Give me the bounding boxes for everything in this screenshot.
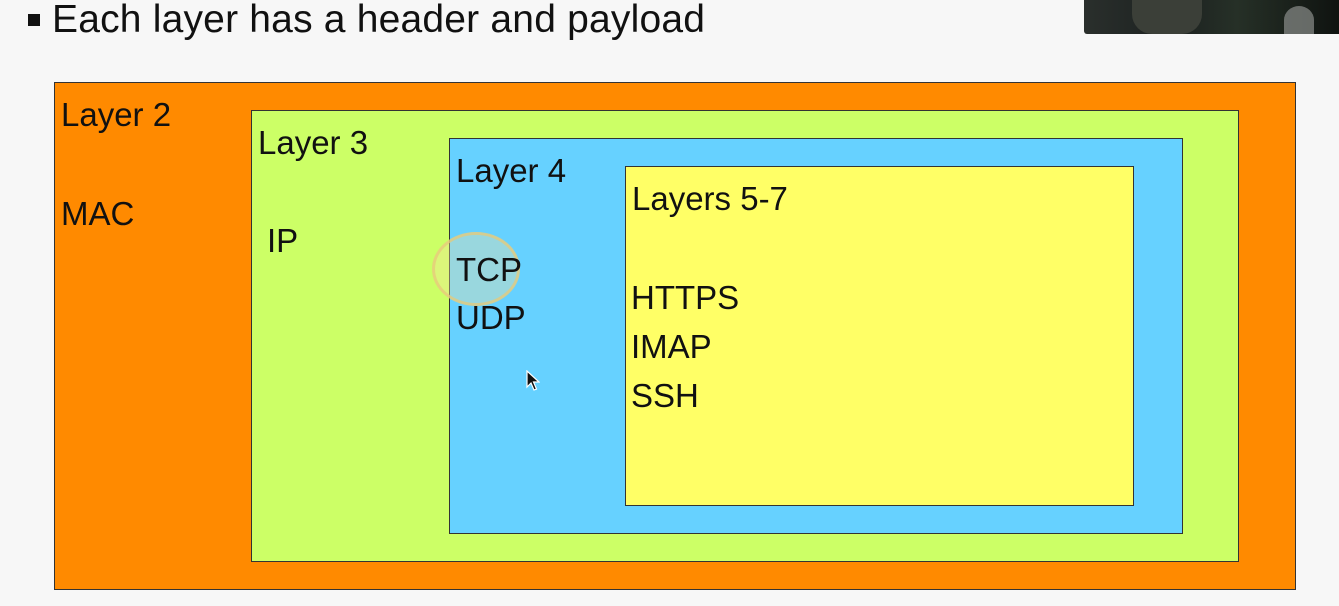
layers-5-7-protocol-ssh: SSH: [631, 377, 699, 414]
layer-3-title: Layer 3: [258, 124, 369, 161]
layer-2-protocol-mac: MAC: [61, 195, 135, 232]
layer-4-protocol-udp: UDP: [456, 299, 526, 336]
webcam-figure: [1132, 0, 1202, 34]
layers-5-7-box: [625, 166, 1134, 506]
mouse-pointer-icon: [526, 370, 540, 391]
webcam-background-object: [1284, 6, 1314, 34]
layers-5-7-title: Layers 5-7: [632, 180, 788, 217]
slide-bullet-text: Each layer has a header and payload: [52, 0, 706, 41]
slide-bullet: Each layer has a header and payload: [28, 0, 705, 48]
square-bullet-icon: [28, 14, 40, 26]
layer-4-title: Layer 4: [456, 152, 567, 189]
presenter-webcam-thumbnail: [1084, 0, 1339, 34]
layers-5-7-protocol-https: HTTPS: [631, 279, 740, 316]
layers-5-7-protocol-imap: IMAP: [631, 328, 712, 365]
layer-4-protocol-tcp: TCP: [456, 251, 522, 288]
layer-2-title: Layer 2: [61, 96, 172, 133]
cursor-highlight-ring: [432, 232, 520, 306]
layer-3-protocol-ip: IP: [267, 222, 299, 259]
